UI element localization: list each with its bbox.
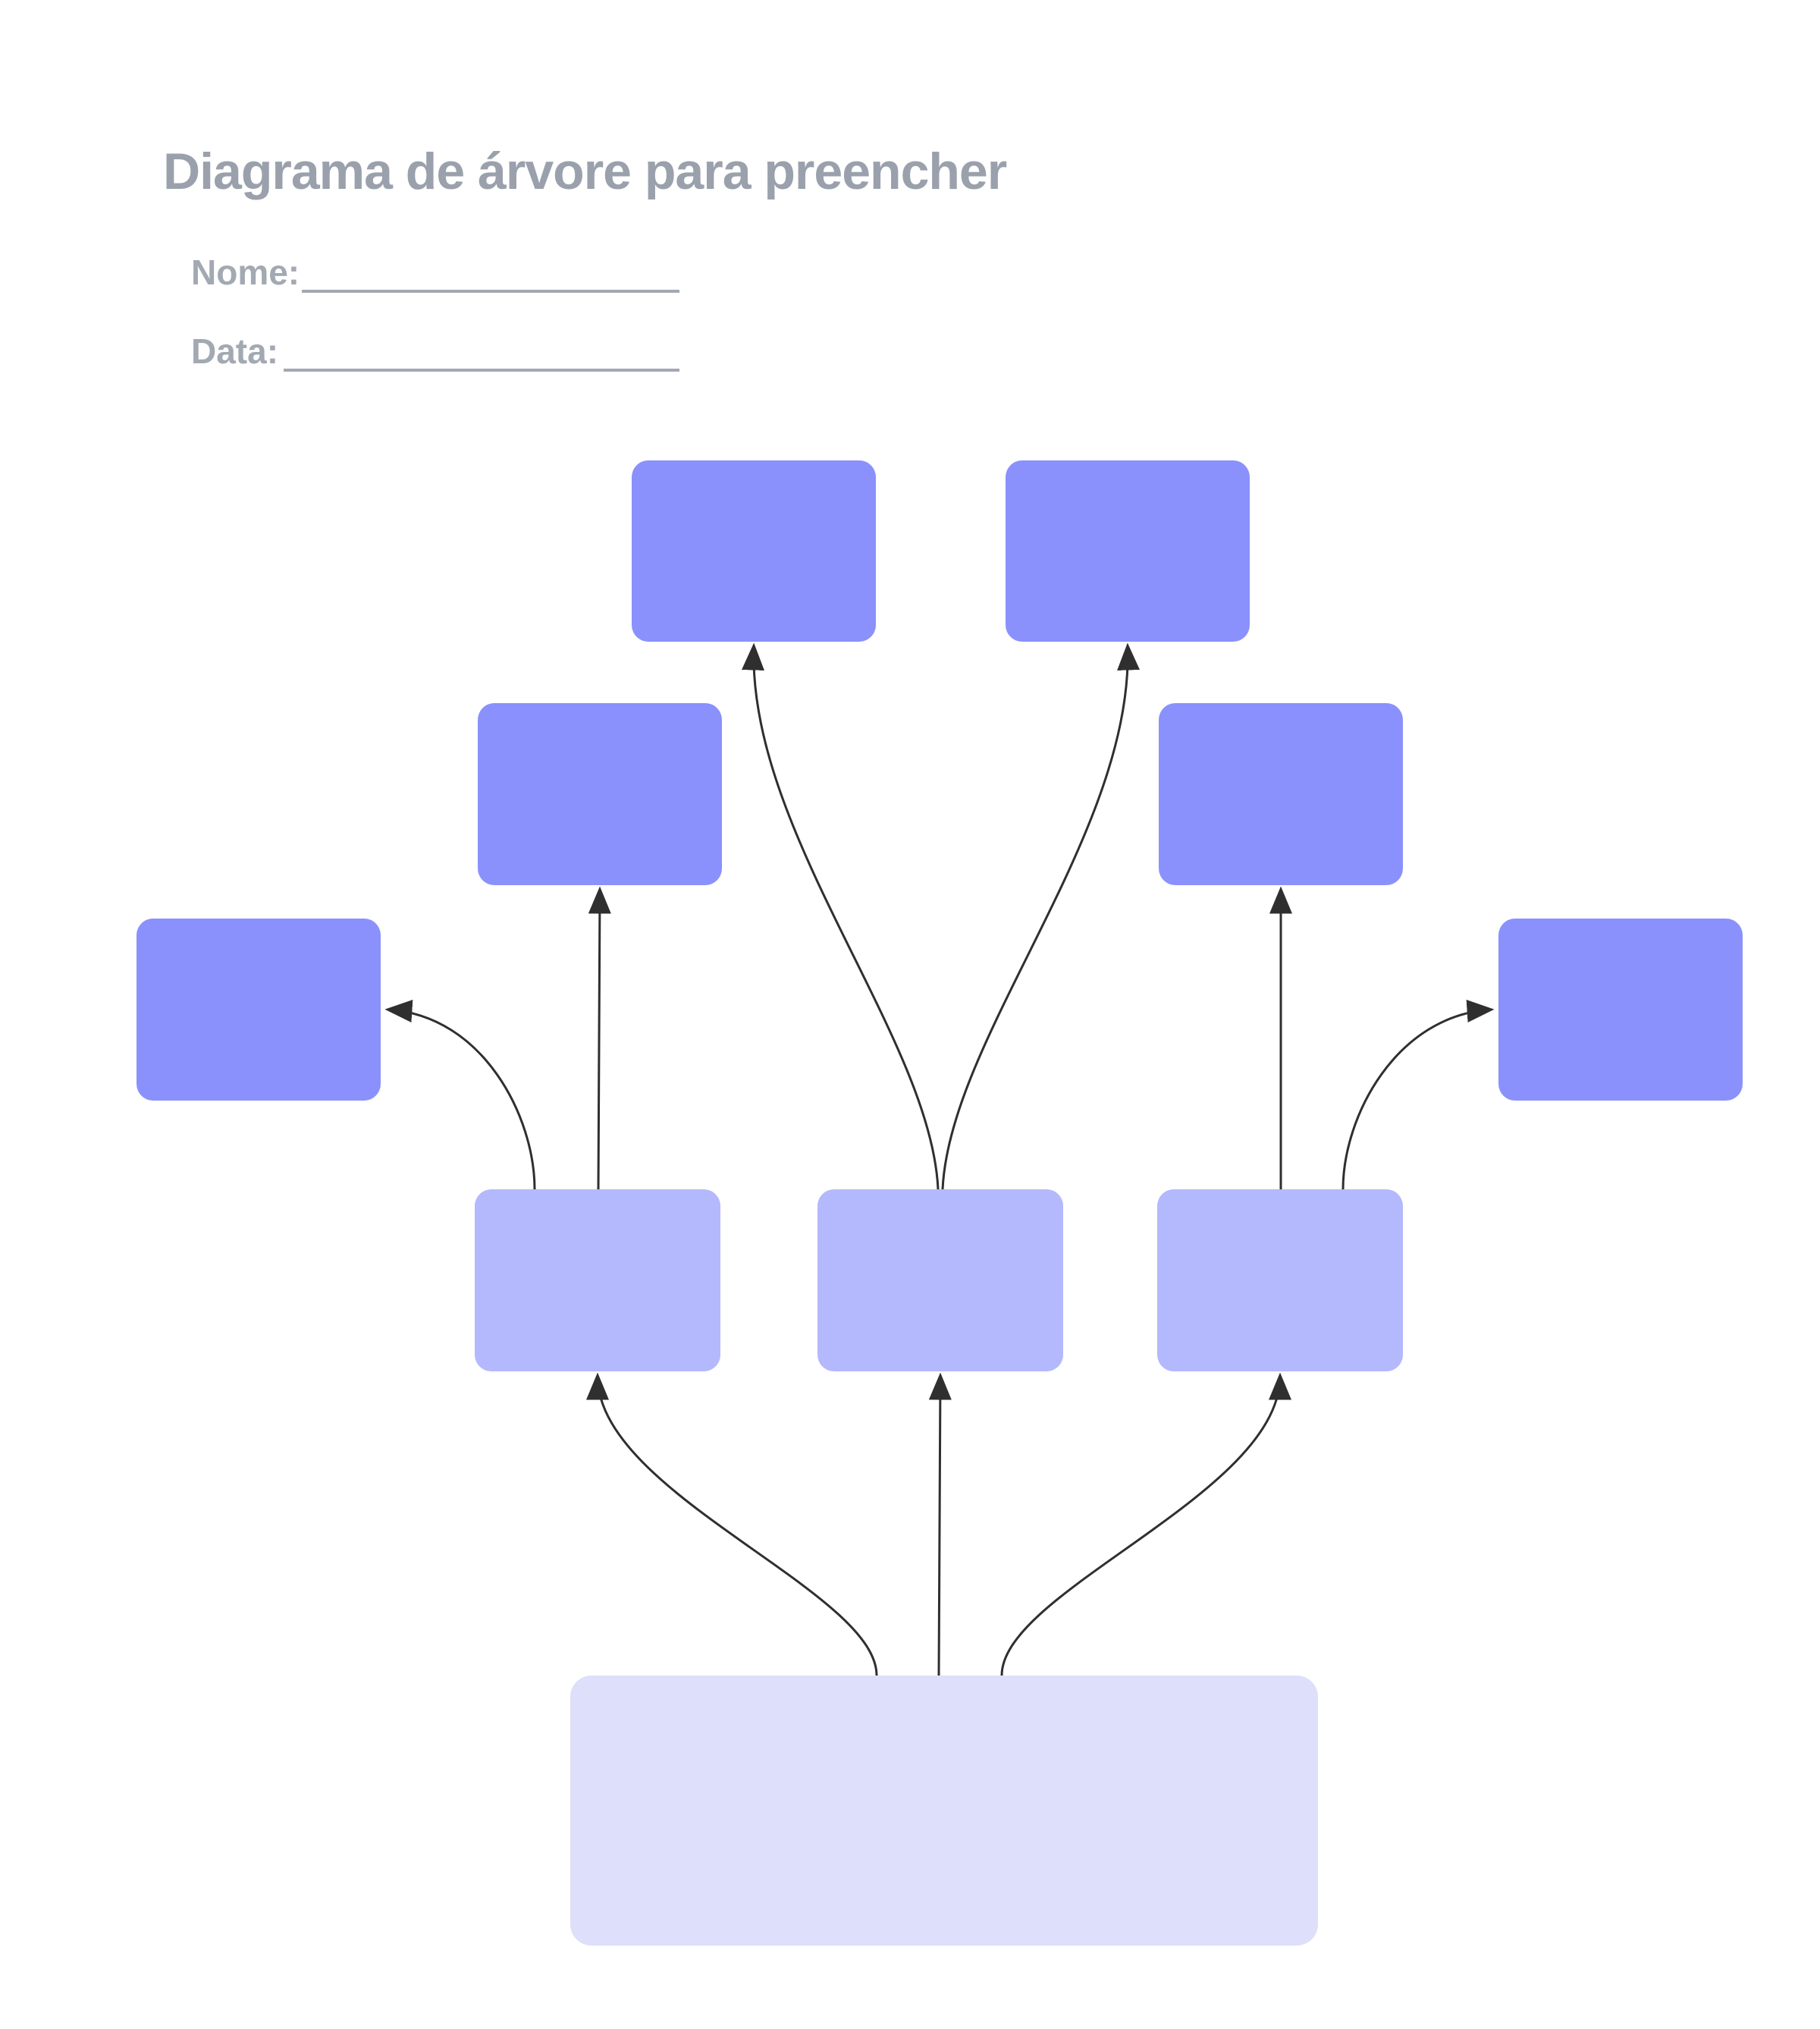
nodes-group bbox=[136, 460, 1743, 1946]
node-branch-left bbox=[475, 1189, 720, 1371]
edges-group bbox=[384, 642, 1495, 1677]
node-branch-right bbox=[1157, 1189, 1403, 1371]
edge-branch-center-to-top-right bbox=[941, 642, 1140, 1191]
date-label: Data: bbox=[191, 331, 279, 371]
edge-root-to-branch-center bbox=[928, 1372, 952, 1677]
edge-root-to-branch-right bbox=[1000, 1372, 1291, 1677]
node-mid-right bbox=[1159, 703, 1403, 885]
node-mid-left bbox=[478, 703, 722, 885]
page-title: Diagrama de árvore para preencher bbox=[163, 143, 1007, 200]
edge-root-to-branch-left bbox=[586, 1372, 878, 1677]
name-label: Nome: bbox=[191, 253, 300, 292]
node-outer-right bbox=[1498, 919, 1743, 1101]
name-blank-line bbox=[302, 290, 679, 293]
node-branch-center bbox=[817, 1189, 1063, 1371]
node-top-left bbox=[632, 460, 876, 642]
edge-branch-right-to-outer-right bbox=[1341, 1000, 1495, 1191]
node-root bbox=[570, 1676, 1318, 1946]
edge-branch-left-to-outer-left bbox=[384, 1000, 536, 1191]
node-top-right bbox=[1006, 460, 1250, 642]
date-blank-line bbox=[284, 369, 679, 372]
edge-branch-left-to-mid-left bbox=[588, 886, 611, 1191]
node-outer-left bbox=[136, 919, 381, 1101]
edge-branch-center-to-top-left bbox=[742, 642, 940, 1191]
